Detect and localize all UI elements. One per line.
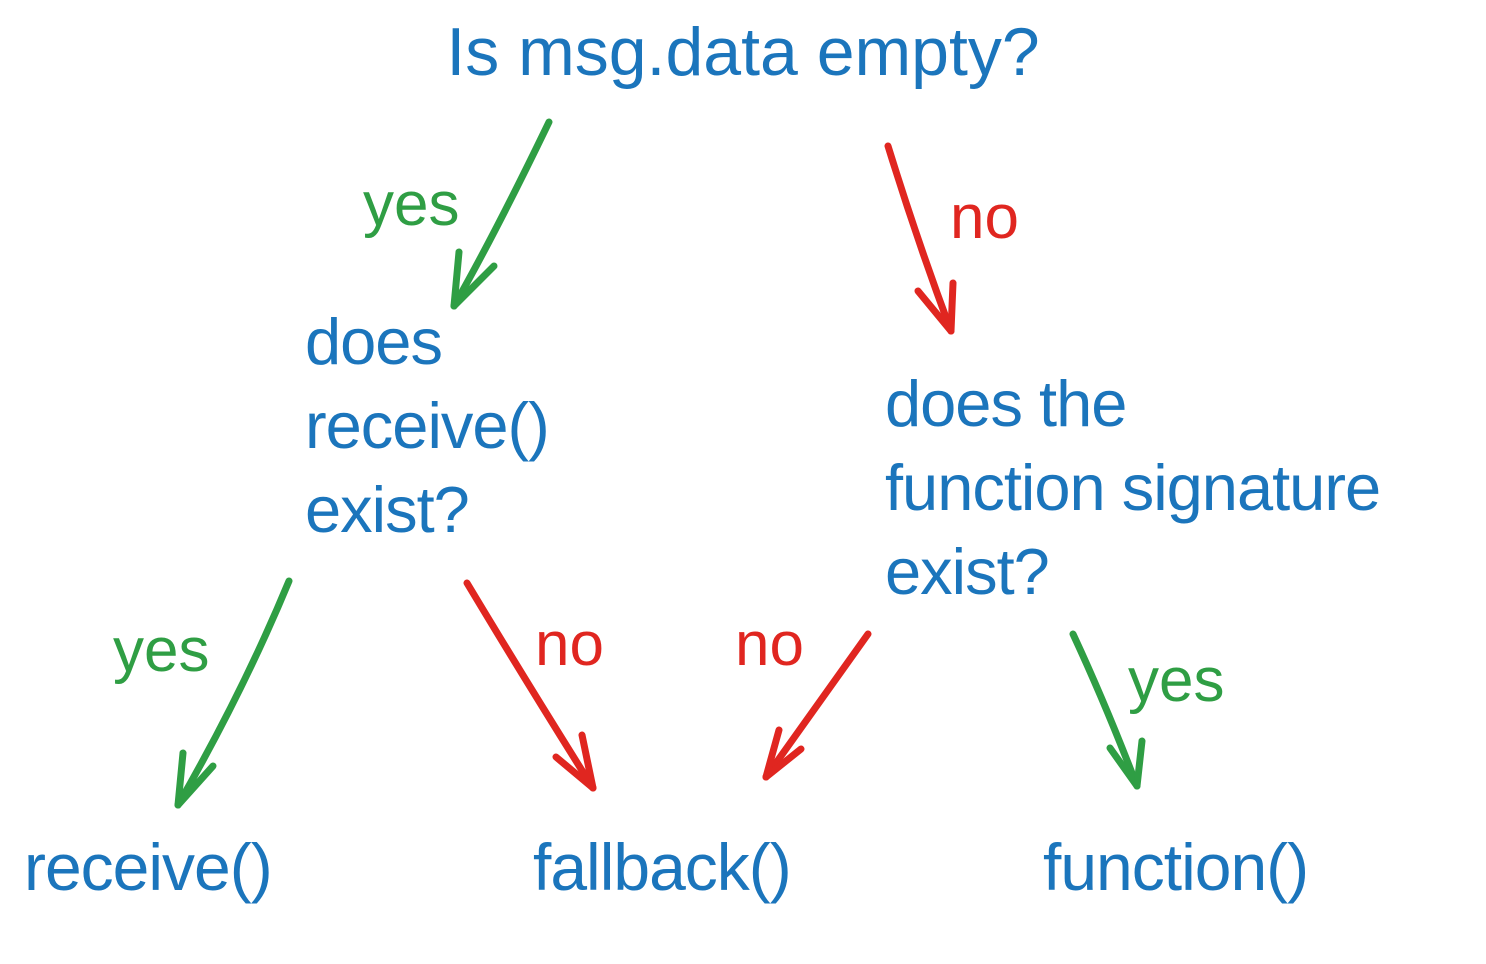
leaf-function: function(): [1043, 830, 1309, 904]
arrow-right-question-to-fallback: [762, 630, 872, 781]
edge-label-no-left-fallback: no: [535, 610, 604, 679]
leaf-receive: receive(): [24, 830, 273, 904]
leaf-fallback: fallback(): [533, 830, 792, 904]
arrow-right-question-to-function: [1069, 630, 1146, 790]
arrow-root-to-left-question: [450, 118, 553, 310]
edge-label-yes-root-left: yes: [363, 170, 460, 239]
edge-label-no-right-fallback: no: [735, 610, 804, 679]
root-question: Is msg.data empty?: [446, 14, 1040, 90]
arrow-left-question-to-fallback: [463, 579, 597, 792]
edge-label-no-root-right: no: [950, 183, 1019, 252]
right-question: does the function signature exist?: [885, 367, 1381, 608]
arrow-root-to-right-question: [884, 142, 957, 335]
left-question: does receive() exist?: [305, 305, 550, 546]
arrow-left-question-to-receive: [174, 577, 293, 809]
edge-label-yes-left-receive: yes: [113, 616, 210, 685]
edge-label-yes-right-function: yes: [1128, 646, 1225, 715]
